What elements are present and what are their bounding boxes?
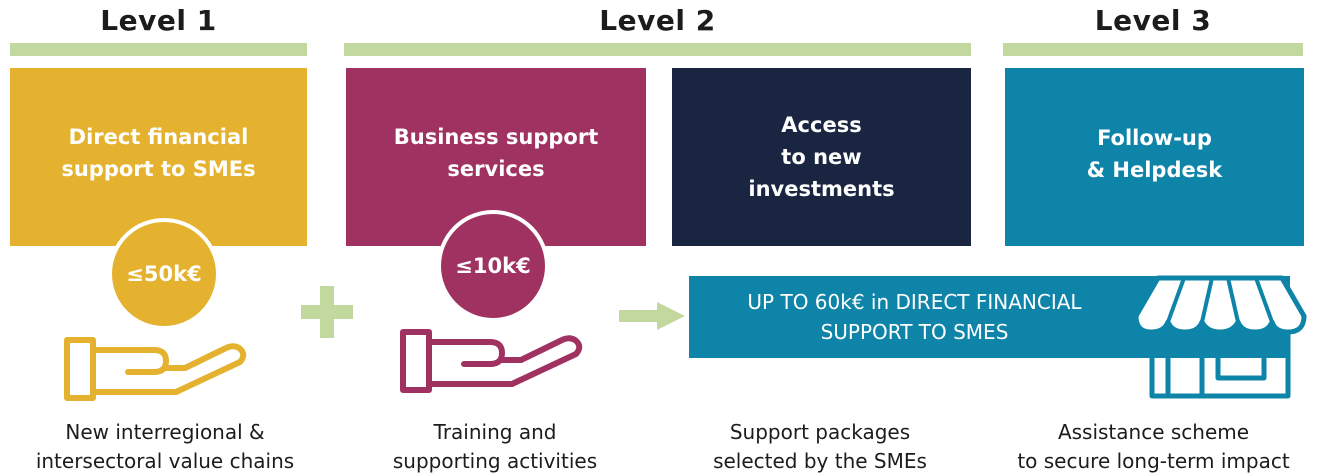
caption-value-chains: New interregional & intersectoral value … bbox=[35, 420, 295, 473]
caption-training: Training and supporting activities bbox=[392, 420, 598, 473]
hand-icon bbox=[64, 337, 247, 401]
access-new-investments-box: Access to new investments bbox=[672, 68, 971, 246]
plus-icon bbox=[301, 286, 353, 338]
level-2-bar bbox=[344, 43, 971, 56]
shop-icon bbox=[1133, 275, 1307, 399]
level-1-title: Level 1 bbox=[100, 4, 217, 37]
direct-financial-support-box: Direct financial support to SMEs bbox=[10, 68, 307, 246]
level-3-title: Level 3 bbox=[1094, 4, 1212, 37]
business-support-services-box: Business support services bbox=[346, 68, 646, 246]
follow-up-helpdesk-box: Follow-up & Helpdesk bbox=[1005, 68, 1304, 246]
arrow-right-icon bbox=[619, 302, 685, 330]
level-3-bar bbox=[1003, 43, 1303, 56]
caption-assistance-scheme: Assistance scheme to secure long-term im… bbox=[1017, 420, 1290, 473]
direct-financial-support-banner: UP TO 60k€ in DIRECT FINANCIAL SUPPORT T… bbox=[689, 276, 1290, 358]
hand-icon bbox=[400, 329, 583, 393]
amount-circle-level1: ≤50k€ bbox=[108, 218, 220, 330]
caption-support-packages: Support packages selected by the SMEs bbox=[713, 420, 927, 473]
level-2-title: Level 2 bbox=[599, 4, 716, 37]
level-1-bar bbox=[10, 43, 307, 56]
amount-circle-level2: ≤10k€ bbox=[437, 210, 549, 322]
